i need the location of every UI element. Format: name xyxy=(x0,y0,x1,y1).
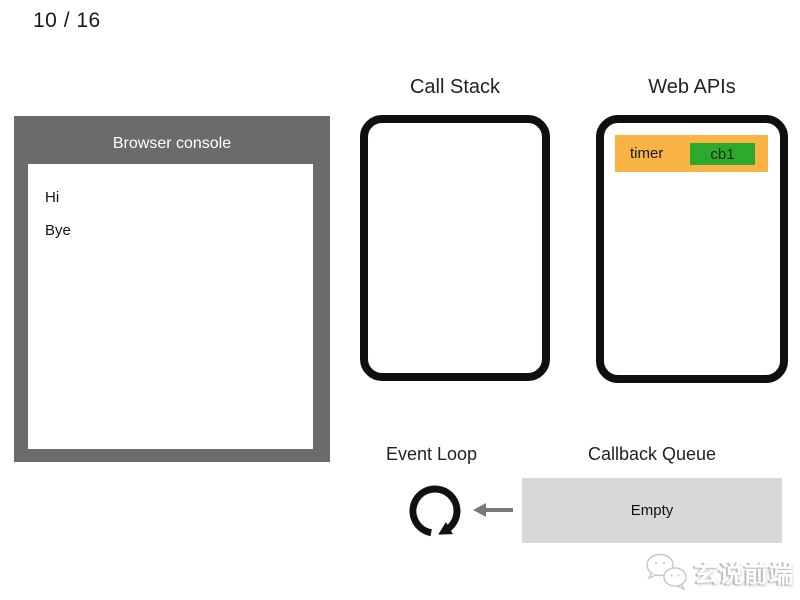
wechat-icon xyxy=(646,553,687,591)
loop-circular-arrow-icon xyxy=(407,483,463,539)
callback-queue-title: Callback Queue xyxy=(587,444,717,464)
web-apis-title: Web APIs xyxy=(648,76,736,98)
console-log-line: Bye xyxy=(45,222,71,239)
left-arrow-icon xyxy=(468,498,518,522)
slide-counter: 10 / 16 xyxy=(33,9,101,32)
browser-console-title: Browser console xyxy=(112,135,232,152)
watermark-text: 玄说前端 xyxy=(694,561,794,588)
console-log-line: Hi xyxy=(45,189,60,206)
event-loop-title: Event Loop xyxy=(386,444,478,464)
callback-queue-box: Empty xyxy=(522,478,782,543)
call-stack-title: Call Stack xyxy=(409,76,501,98)
callback-queue-status: Empty xyxy=(630,502,674,519)
web-api-timer-item: timer cb1 xyxy=(615,135,768,172)
browser-console: Browser console Hi Bye xyxy=(14,116,330,462)
web-apis-box: timer cb1 xyxy=(596,115,788,383)
browser-console-screen: Hi Bye xyxy=(28,164,313,449)
watermark: 玄说前端 xyxy=(644,548,794,594)
timer-label: timer xyxy=(630,145,664,162)
call-stack-box xyxy=(360,115,550,381)
callback-badge: cb1 xyxy=(690,143,755,165)
